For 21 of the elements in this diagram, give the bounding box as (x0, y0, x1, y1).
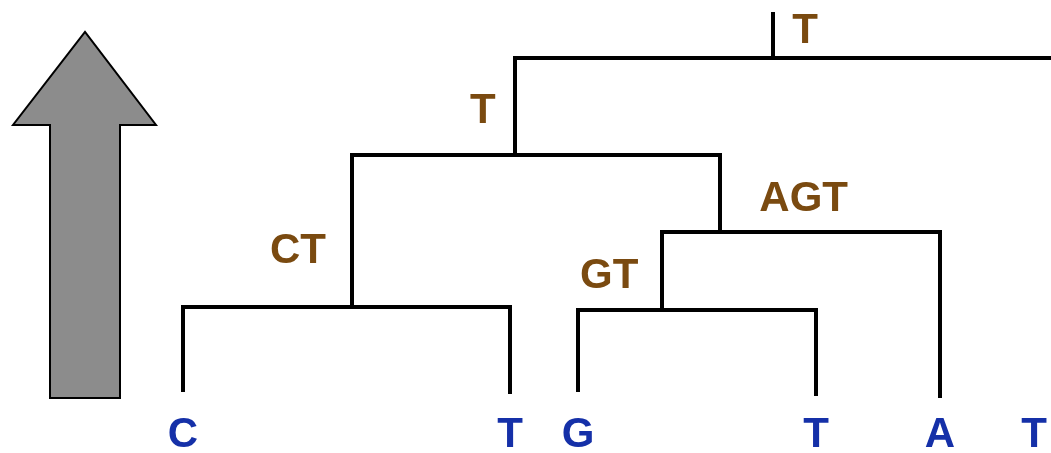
tree-branch (181, 305, 352, 392)
leaf-base-label: G (561, 412, 595, 453)
tree-branch (515, 153, 722, 232)
tree-branch (773, 56, 1051, 60)
tree-branch (513, 56, 773, 155)
tree-branch (660, 230, 720, 310)
leaf-base-label: T (1021, 412, 1047, 453)
tree-branch (350, 153, 515, 307)
ancestor-set-label: T (792, 8, 818, 50)
leaf-base-label: A (924, 412, 956, 453)
ancestor-set-label: T (470, 88, 496, 130)
ancestor-set-label: CT (270, 228, 326, 270)
tree-branch (576, 308, 662, 392)
leaf-base-label: C (167, 412, 199, 453)
tree-branch (720, 230, 942, 398)
tree-branch (662, 308, 818, 396)
ancestor-set-label: GT (580, 253, 639, 295)
tree-branch (352, 305, 512, 394)
leaf-base-label: T (803, 412, 829, 453)
leaf-base-label: T (497, 412, 523, 453)
ancestor-set-label: AGT (759, 176, 848, 218)
